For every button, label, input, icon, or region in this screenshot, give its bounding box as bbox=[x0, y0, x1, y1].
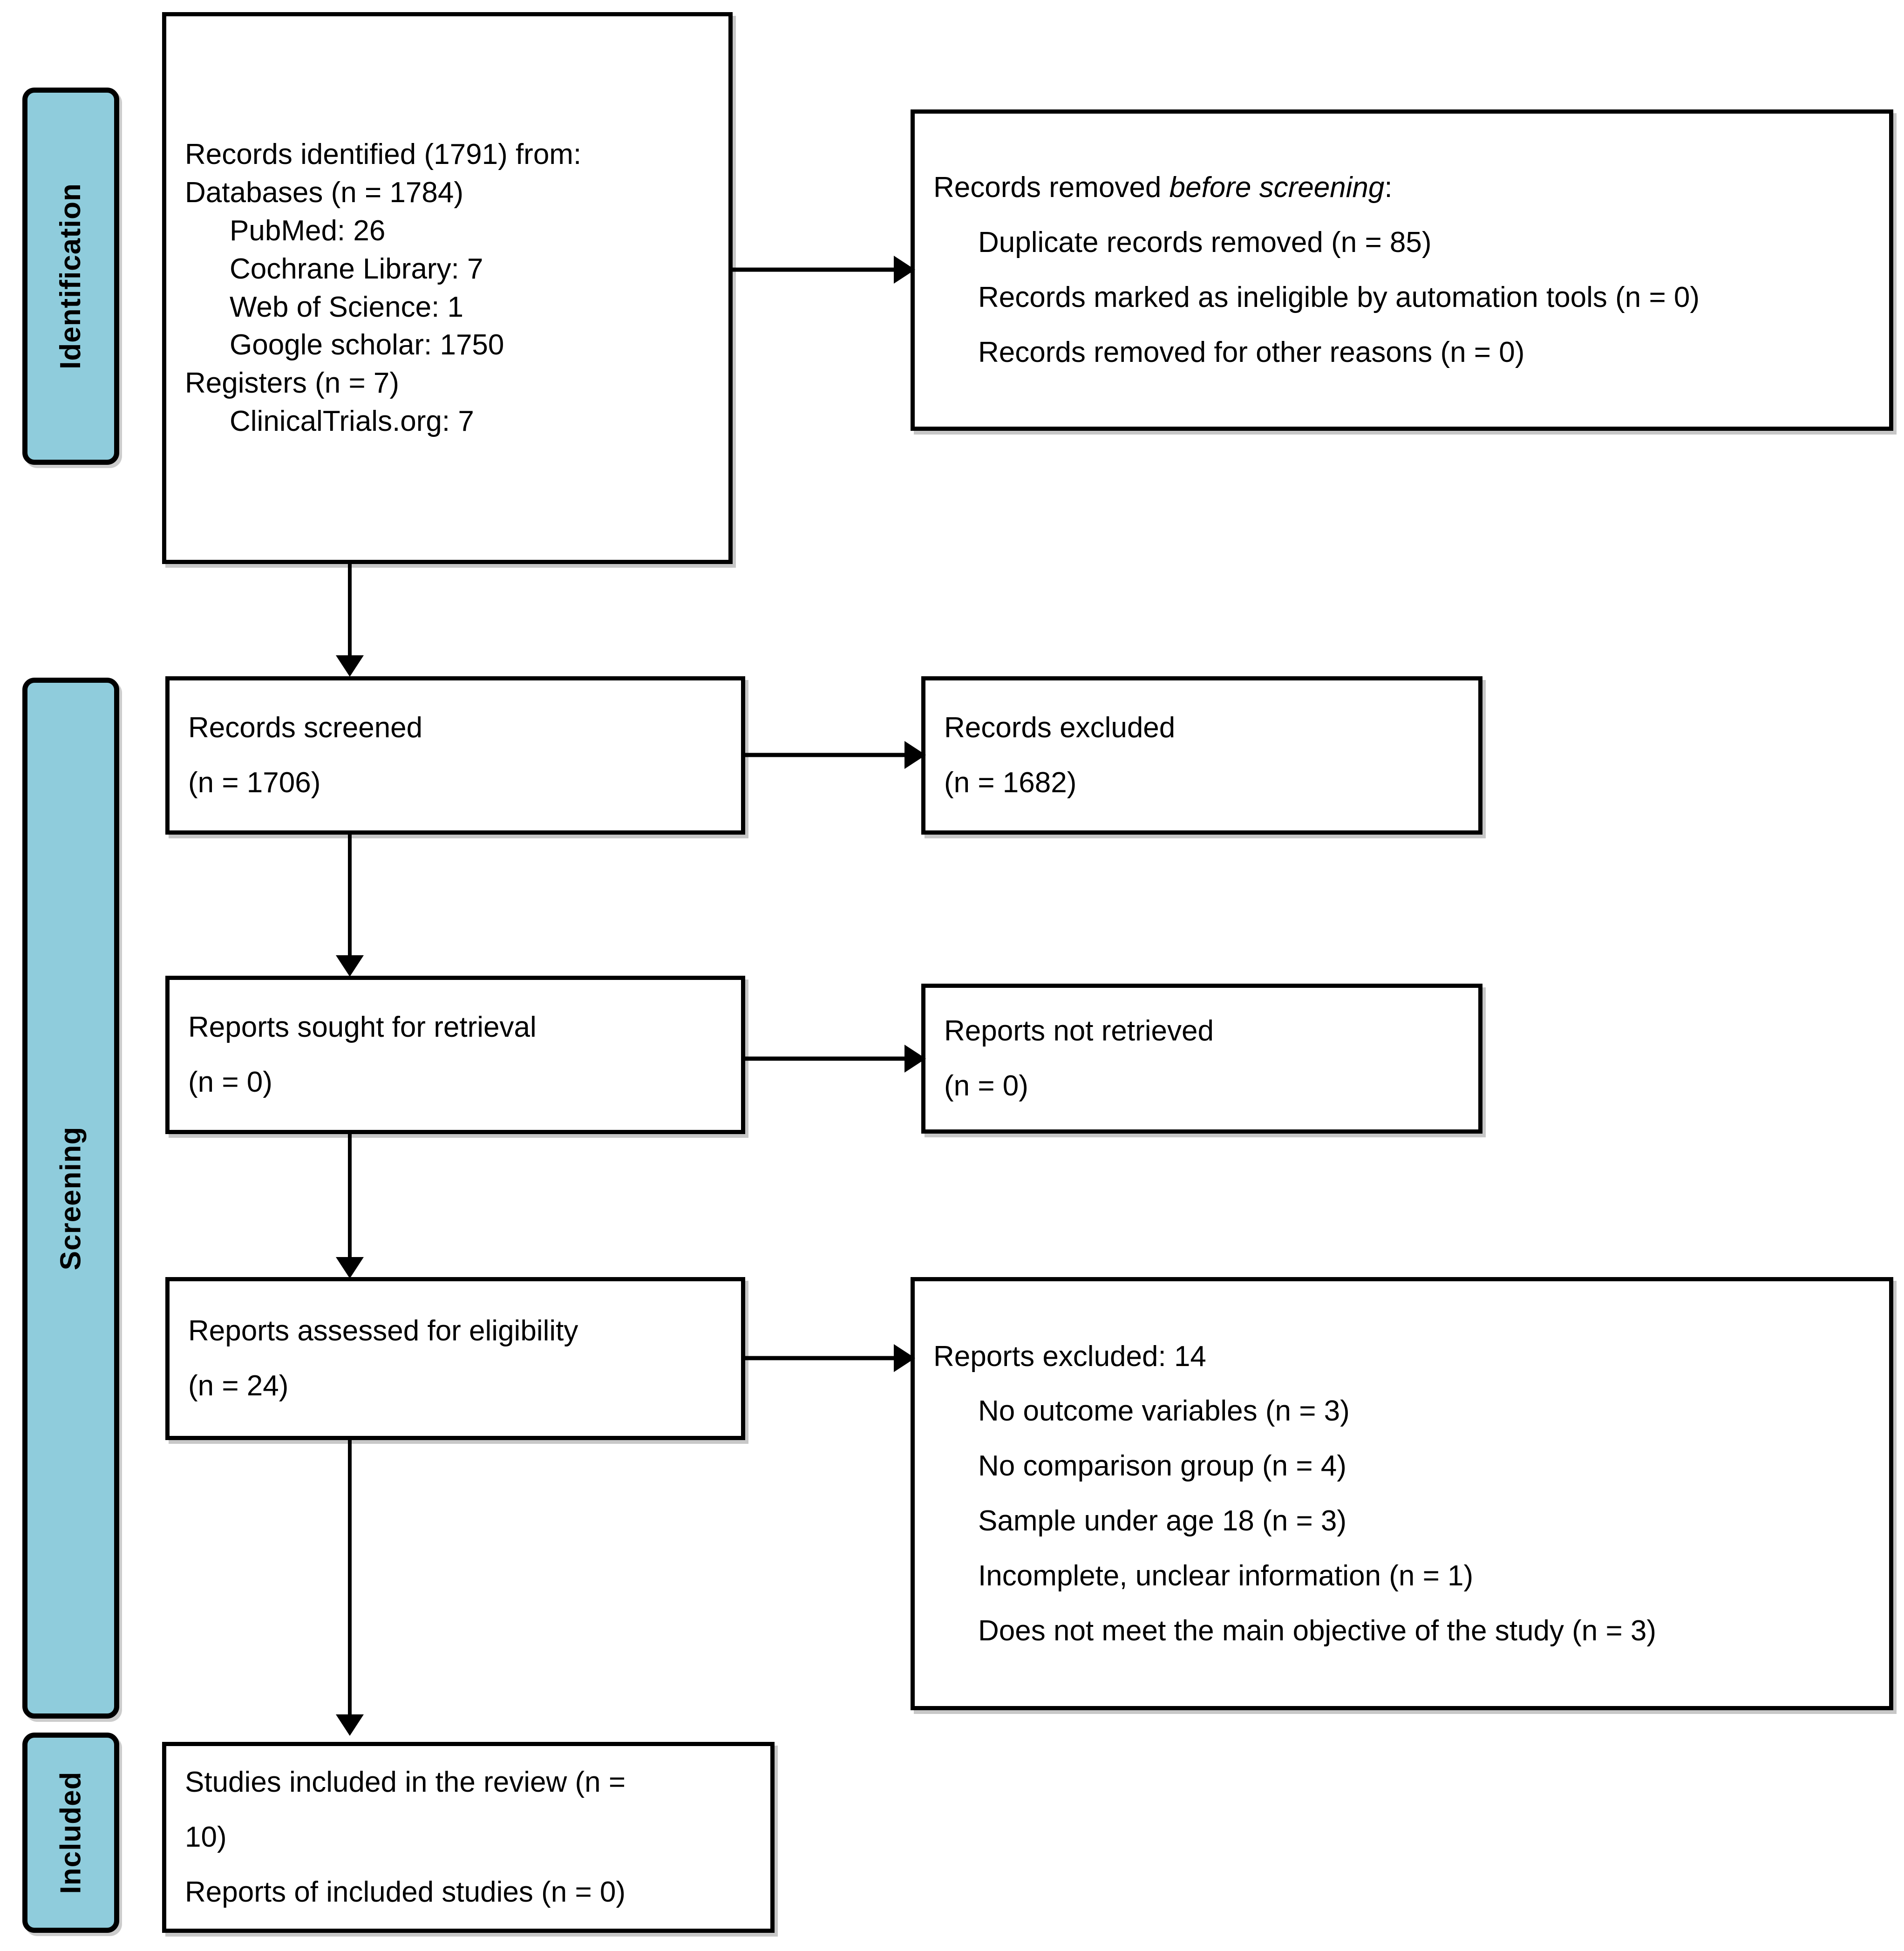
arrow-identified-to-screened bbox=[335, 564, 364, 677]
records-identified-line-2: PubMed: 26 bbox=[230, 214, 386, 247]
arrow-identified-to-removed bbox=[733, 255, 915, 284]
stage-label-screening: Screening bbox=[54, 1126, 87, 1270]
records-identified-line-6: Registers (n = 7) bbox=[185, 367, 400, 400]
stage-bar-identification: Identification bbox=[22, 88, 119, 465]
reports-not-retrieved-line-0: Reports not retrieved bbox=[944, 1015, 1214, 1047]
records-identified-line-4: Web of Science: 1 bbox=[230, 291, 464, 323]
reports-excluded-line-0: Reports excluded: 14 bbox=[933, 1340, 1206, 1373]
records-removed-line-1: Records marked as ineligible by automati… bbox=[978, 281, 1700, 313]
arrow-head bbox=[894, 1344, 915, 1372]
arrow-head bbox=[904, 741, 926, 769]
arrow-shaft bbox=[348, 564, 352, 657]
box-records-excluded: Records excluded (n = 1682) bbox=[921, 676, 1482, 835]
records-removed-heading-suffix: : bbox=[1384, 171, 1393, 204]
stage-label-identification: Identification bbox=[54, 183, 87, 369]
box-reports-assessed-for-eligibility: Reports assessed for eligibility (n = 24… bbox=[165, 1277, 745, 1440]
stage-bar-included: Included bbox=[22, 1733, 119, 1933]
reports-excluded-line-2: No comparison group (n = 4) bbox=[978, 1450, 1346, 1482]
box-records-identified: Records identified (1791) from: Database… bbox=[162, 12, 733, 564]
arrow-shaft bbox=[348, 1440, 352, 1716]
reports-excluded-line-5: Does not meet the main objective of the … bbox=[978, 1614, 1657, 1647]
reports-sought-line-1: (n = 0) bbox=[188, 1066, 272, 1098]
arrow-head bbox=[904, 1045, 926, 1073]
arrow-shaft bbox=[348, 835, 352, 957]
box-reports-not-retrieved: Reports not retrieved (n = 0) bbox=[921, 984, 1482, 1134]
records-screened-line-1: (n = 1706) bbox=[188, 767, 321, 799]
records-excluded-line-0: Records excluded bbox=[944, 712, 1176, 744]
arrow-head bbox=[336, 955, 364, 977]
reports-not-retrieved-line-1: (n = 0) bbox=[944, 1070, 1028, 1102]
arrow-assessed-to-included bbox=[335, 1440, 364, 1736]
arrow-screened-to-sought bbox=[335, 835, 364, 977]
studies-included-line-0: Studies included in the review (n = bbox=[185, 1766, 626, 1799]
box-reports-sought-for-retrieval: Reports sought for retrieval (n = 0) bbox=[165, 976, 745, 1134]
records-identified-line-3: Cochrane Library: 7 bbox=[230, 252, 483, 285]
box-studies-included: Studies included in the review (n = 10) … bbox=[162, 1742, 775, 1933]
records-identified-line-1: Databases (n = 1784) bbox=[185, 177, 463, 209]
arrow-shaft bbox=[745, 1056, 905, 1061]
records-identified-line-7: ClinicalTrials.org: 7 bbox=[230, 405, 474, 437]
arrow-head bbox=[336, 1257, 364, 1278]
reports-excluded-line-3: Sample under age 18 (n = 3) bbox=[978, 1505, 1347, 1537]
records-removed-line-0: Duplicate records removed (n = 85) bbox=[978, 226, 1432, 259]
arrow-sought-to-not-retrieved bbox=[745, 1044, 926, 1073]
arrow-shaft bbox=[733, 267, 895, 272]
arrow-shaft bbox=[745, 1356, 895, 1360]
records-screened-line-0: Records screened bbox=[188, 712, 423, 744]
box-records-removed-before-screening: Records removed before screening: Duplic… bbox=[911, 109, 1893, 431]
reports-excluded-line-4: Incomplete, unclear information (n = 1) bbox=[978, 1559, 1474, 1592]
box-reports-excluded: Reports excluded: 14 No outcome variable… bbox=[911, 1277, 1893, 1710]
arrow-screened-to-excluded bbox=[745, 741, 926, 769]
reports-excluded-line-1: No outcome variables (n = 3) bbox=[978, 1395, 1350, 1428]
stage-label-included: Included bbox=[54, 1771, 87, 1894]
arrow-shaft bbox=[348, 1134, 352, 1258]
studies-included-line-2: Reports of included studies (n = 0) bbox=[185, 1876, 626, 1908]
reports-assessed-line-0: Reports assessed for eligibility bbox=[188, 1315, 578, 1347]
records-removed-heading: Records removed before screening: bbox=[933, 169, 1870, 207]
records-removed-heading-prefix: Records removed bbox=[933, 171, 1170, 204]
records-identified-line-0: Records identified (1791) from: bbox=[185, 138, 582, 171]
reports-assessed-line-1: (n = 24) bbox=[188, 1370, 289, 1402]
records-removed-line-2: Records removed for other reasons (n = 0… bbox=[978, 336, 1525, 368]
arrow-head bbox=[894, 256, 915, 284]
stage-bar-screening: Screening bbox=[22, 678, 119, 1719]
arrow-sought-to-assessed bbox=[335, 1134, 364, 1278]
studies-included-line-1: 10) bbox=[185, 1821, 227, 1854]
arrow-head bbox=[336, 655, 364, 677]
records-excluded-line-1: (n = 1682) bbox=[944, 767, 1077, 799]
records-identified-line-5: Google scholar: 1750 bbox=[230, 329, 504, 361]
arrow-shaft bbox=[745, 753, 905, 757]
records-removed-heading-italic: before screening bbox=[1169, 171, 1385, 204]
reports-sought-line-0: Reports sought for retrieval bbox=[188, 1011, 537, 1044]
box-records-screened: Records screened (n = 1706) bbox=[165, 676, 745, 835]
arrow-assessed-to-reports-excluded bbox=[745, 1344, 915, 1373]
arrow-head bbox=[336, 1714, 364, 1736]
